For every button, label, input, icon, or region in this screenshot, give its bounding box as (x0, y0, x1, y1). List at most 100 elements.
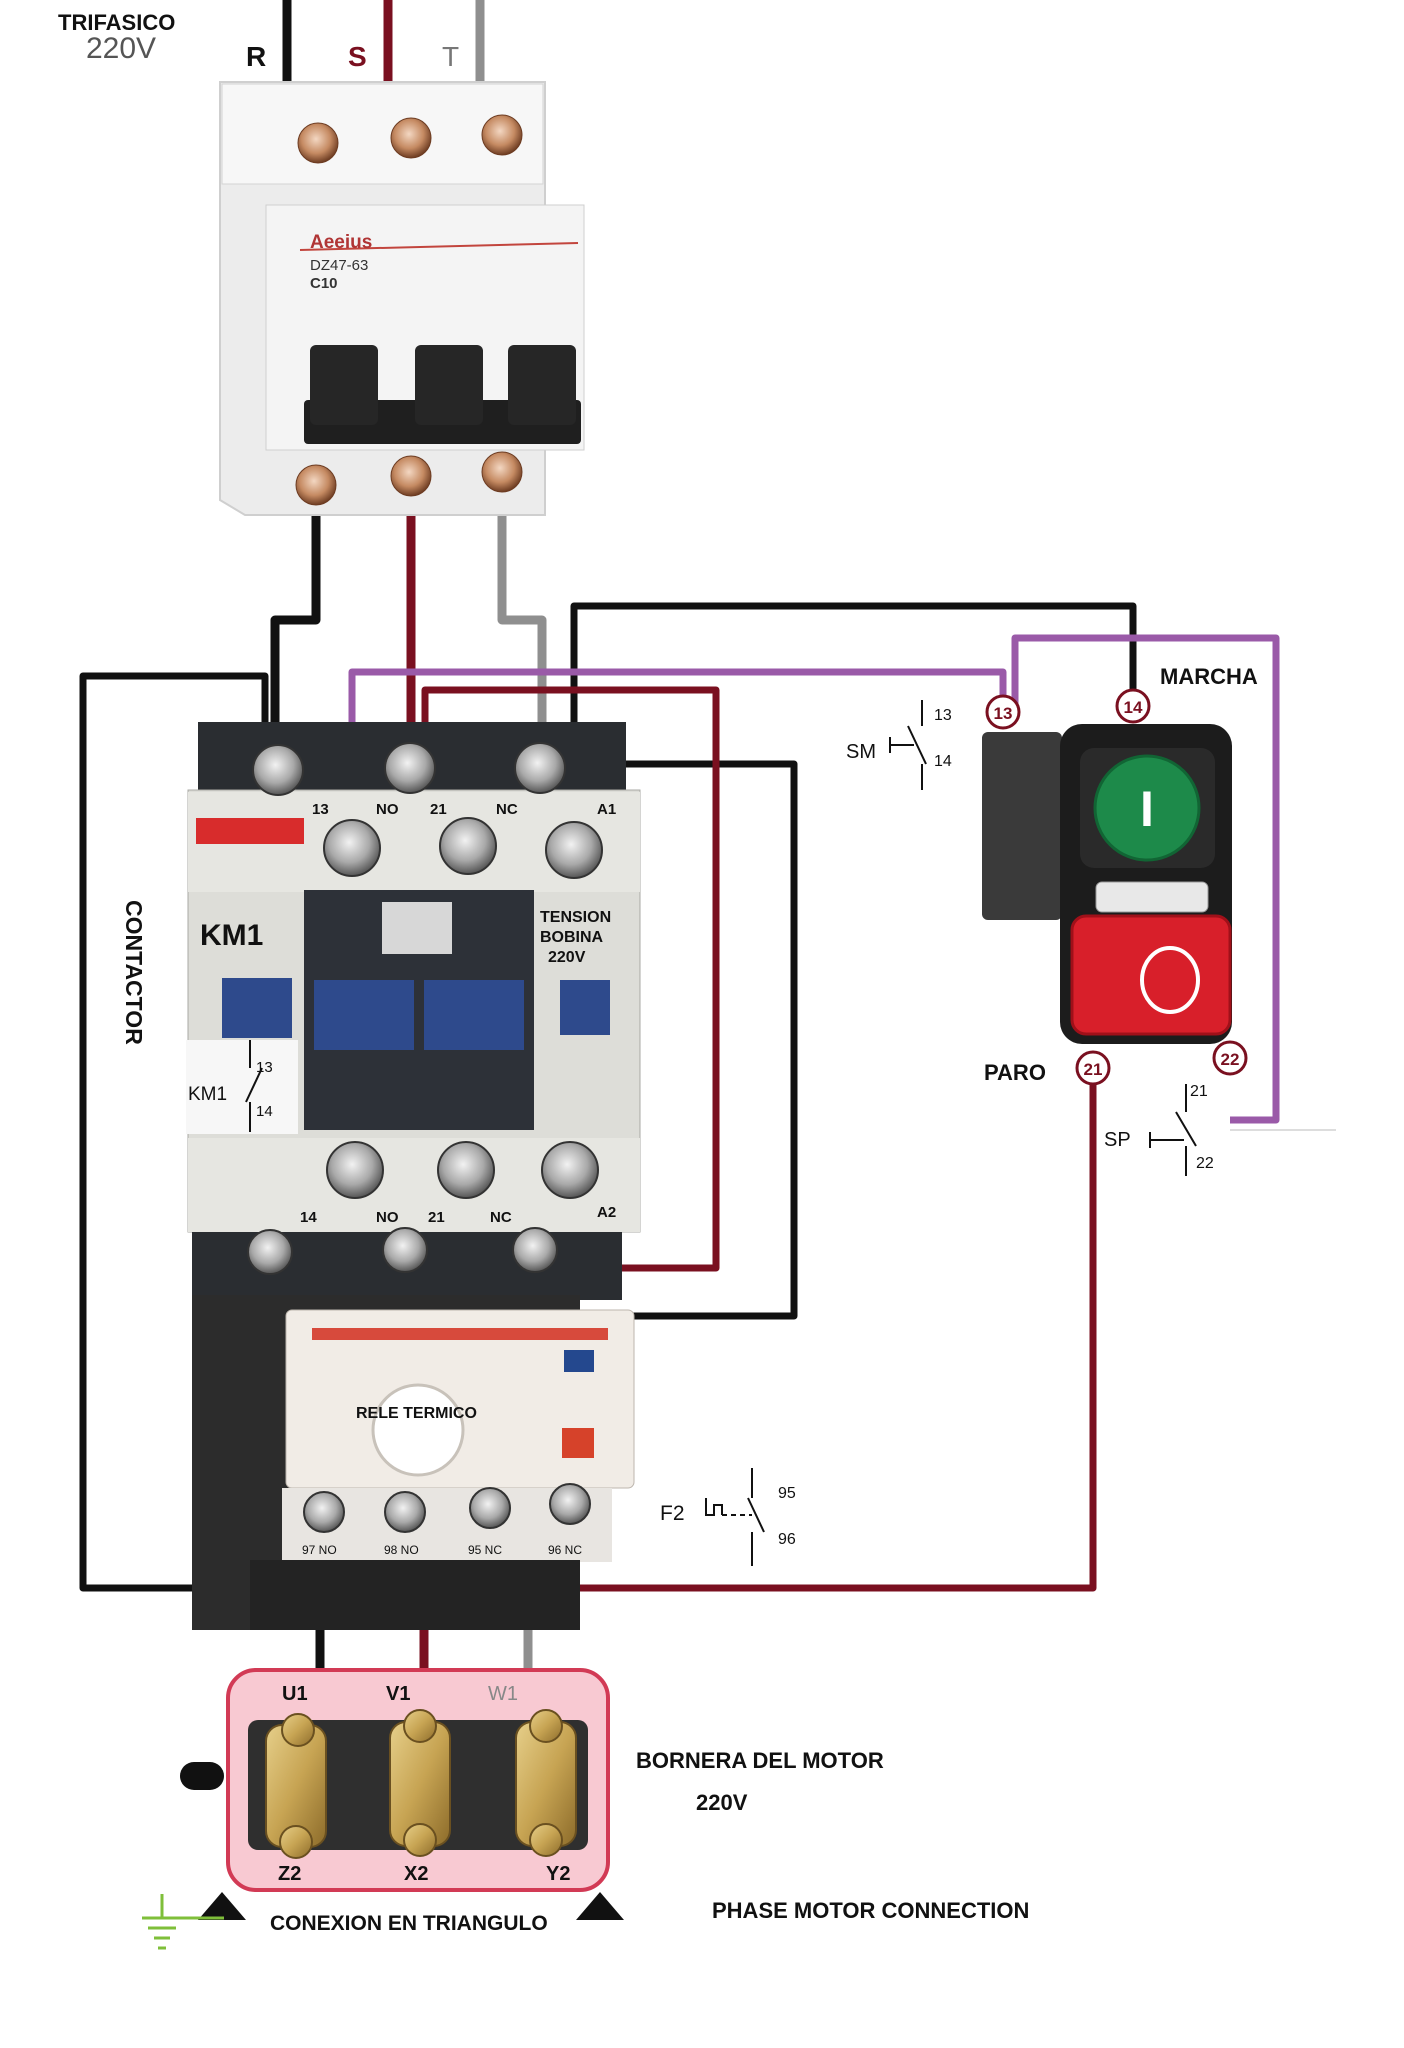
breaker-toggle-1 (310, 345, 378, 425)
contactor-blue-block-2 (424, 980, 524, 1050)
stop-button[interactable] (1070, 914, 1232, 1036)
bottom-terminal-no: NO (376, 1209, 399, 1226)
top-terminal-a1: A1 (597, 801, 616, 818)
sm-symbol-name: SM (846, 741, 876, 763)
aux-symbol-name: KM1 (188, 1084, 227, 1105)
breaker-screw-bottom-1 (295, 464, 337, 506)
screw-power-t1 (247, 1229, 293, 1275)
terminal-badge-22 (1212, 1040, 1248, 1076)
pushbutton-back-module (982, 732, 1062, 920)
relay-screw-96 (549, 1483, 591, 1525)
terminal-badge-13 (985, 694, 1021, 730)
triangle-left (198, 1892, 246, 1920)
relay-screw-95 (469, 1487, 511, 1529)
breaker-brand: Aeeius (310, 232, 372, 253)
terminal-v1: V1 (386, 1683, 410, 1705)
screw-power-l1 (252, 744, 304, 796)
terminal-21-text: 21 (1084, 1060, 1103, 1079)
screw-power-t3 (512, 1227, 558, 1273)
pilot-lamp (1095, 881, 1209, 913)
nut-z2 (279, 1825, 313, 1859)
contactor-side-blue-left (222, 978, 292, 1038)
nut-w1 (529, 1709, 563, 1743)
wire-a1-to-14 (570, 602, 1137, 835)
contactor-screws (247, 742, 603, 1275)
caption: PHASE MOTOR CONNECTION (712, 1898, 1029, 1923)
aux-symbol-t1: 13 (256, 1059, 273, 1076)
sp-symbol-name: SP (1104, 1129, 1131, 1151)
breaker-toggle-2 (415, 345, 483, 425)
top-terminal-nc: NC (496, 801, 518, 818)
terminal-22-text: 22 (1221, 1050, 1240, 1069)
stop-label: PARO (984, 1060, 1046, 1085)
bottom-terminal-21: 21 (428, 1209, 445, 1226)
supply-voltage: 220V (86, 32, 156, 65)
triangle-right (576, 1892, 624, 1920)
screw-22 (437, 1141, 495, 1199)
screw-a2 (541, 1141, 599, 1199)
breaker-rating: C10 (310, 275, 338, 292)
wire-purple-22 (1011, 634, 1280, 1124)
breaker-screw-top-3 (481, 114, 523, 156)
bottom-terminal-14: 14 (300, 1209, 317, 1226)
aux-block-white (186, 1040, 298, 1134)
screw-power-l2 (384, 742, 436, 794)
coil-label-line-2: BOBINA (540, 929, 604, 946)
screw-21 (439, 817, 497, 875)
coil-label-line-1: TENSION (540, 909, 611, 926)
screw-a1 (545, 821, 603, 879)
contactor-red-tag (196, 818, 304, 844)
sm-contact-symbol (889, 700, 927, 790)
aux-line-blade (245, 1067, 263, 1103)
brass-nuts (279, 1709, 563, 1859)
breaker-screw-top-2 (390, 117, 432, 159)
nut-u1 (281, 1713, 315, 1747)
f2-symbol-t2: 96 (778, 1531, 796, 1548)
screw-14 (326, 1141, 384, 1199)
terminal-w1: W1 (488, 1683, 518, 1705)
terminal-block-label: BORNERA DEL MOTOR (636, 1748, 884, 1773)
f2-thermal-element (705, 1498, 723, 1516)
start-button[interactable] (1093, 754, 1201, 862)
pushbutton-terminal-badges (985, 688, 1248, 1086)
sm-symbol-t2: 14 (934, 753, 952, 770)
connection-label: CONEXION EN TRIANGULO (270, 1912, 548, 1935)
sm-symbol-t1: 13 (934, 707, 952, 724)
phase-label-r: R (246, 41, 266, 72)
relay-screw-97 (303, 1491, 345, 1533)
contactor-name: KM1 (200, 919, 263, 952)
bottom-terminal-a2: A2 (597, 1204, 616, 1221)
relay-red-button (562, 1428, 594, 1458)
relay-bottom-base (250, 1560, 580, 1630)
bottom-terminal-nc: NC (490, 1209, 512, 1226)
nut-v1 (403, 1709, 437, 1743)
contactor-side-blue-right (560, 980, 610, 1035)
breaker-screw-top-1 (297, 122, 339, 164)
sp-line-blade (1175, 1111, 1197, 1147)
contactor-blue-block-1 (314, 980, 414, 1050)
motor-terminal-block: U1 V1 W1 Z2 X2 Y2 CONEXION EN TRIANGULO (142, 1668, 624, 1950)
start-label: MARCHA (1160, 664, 1258, 689)
terminal-z2: Z2 (278, 1863, 301, 1885)
relay-terminal-95: 95 NC (468, 1543, 502, 1557)
sp-contact-symbol (1149, 1084, 1336, 1176)
phase-label-s: S (348, 41, 367, 72)
nut-y2 (529, 1823, 563, 1857)
relay-label: RELE TERMICO (356, 1405, 477, 1422)
triangle-markers (198, 1892, 624, 1920)
top-terminal-13: 13 (312, 801, 329, 818)
relay-dial (371, 1383, 465, 1477)
stop-button-glyph: O (1225, 1027, 1226, 1029)
phase-label-t: T (442, 41, 459, 72)
terminal-u1: U1 (282, 1683, 308, 1705)
supply-header: TRIFASICO 220V R S T (58, 10, 459, 72)
terminal-block-plug (180, 1762, 224, 1790)
terminal-block-voltage: 220V (696, 1790, 748, 1815)
contactor-km1: CONTACTOR KM1 TENSION BOBINA 220V 13 NO … (121, 722, 641, 1300)
breaker-red-line (299, 242, 579, 251)
circuit-breaker: Aeeius DZ47-63 C10 (219, 81, 585, 516)
sp-symbol-t2: 22 (1196, 1155, 1214, 1172)
pushbutton-station: I O MARCHA PARO 13 14 21 22 SM 13 14 (846, 664, 1336, 1176)
terminal-14-text: 14 (1124, 698, 1143, 717)
